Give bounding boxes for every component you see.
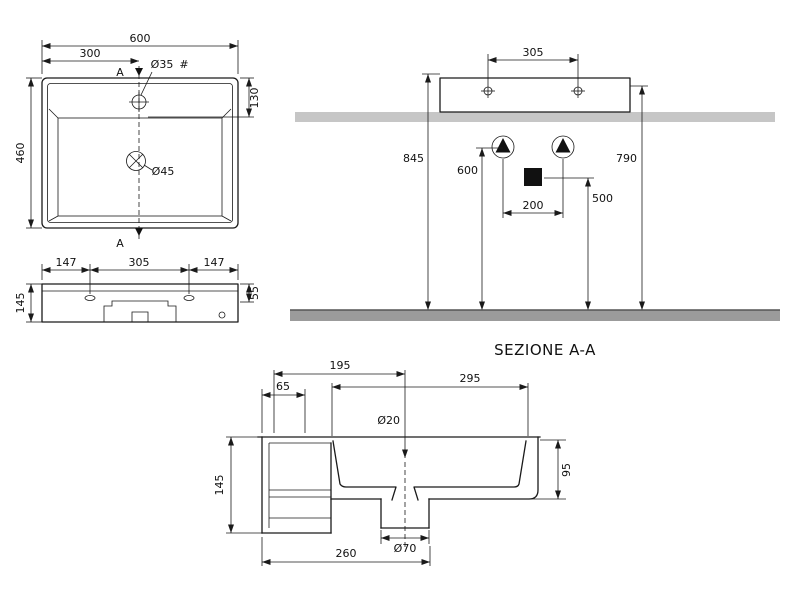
dim-front-right: 147 (204, 256, 225, 269)
dim-rim-height: 845 (403, 152, 424, 165)
section-label-top: A (116, 66, 124, 79)
front-outline (41, 283, 239, 323)
dim-supply-centers: 200 (523, 199, 544, 212)
section-dimensions (226, 370, 566, 566)
supply-symbol-left (491, 135, 515, 159)
section-cut-line (135, 66, 143, 240)
section-outline (257, 436, 541, 548)
dim-front-apron: 55 (248, 286, 261, 300)
countertop-band (295, 112, 775, 122)
section-label-bottom: A (116, 237, 124, 250)
plan-basin-outline (41, 77, 239, 229)
supply-symbol-right (551, 135, 575, 159)
plan-view: 600 300 Ø35 # 130 460 Ø45 A A (14, 32, 261, 250)
section-title: SEZIONE A-A (494, 341, 596, 359)
dim-bowl-length: 295 (460, 372, 481, 385)
wall-installation-view: 845 790 600 500 305 200 (290, 46, 780, 321)
section-view: SEZIONE A-A (213, 341, 596, 566)
dim-plan-width: 600 (130, 32, 151, 45)
dim-bowl-depth: 95 (560, 463, 573, 477)
dim-section-drain-dia: Ø70 (394, 542, 417, 555)
dim-mount-height: 790 (616, 152, 637, 165)
plan-dimensions (26, 40, 254, 229)
dim-front-height: 145 (14, 293, 27, 314)
hash-mark: # (179, 58, 188, 71)
front-view: 147 305 147 145 55 (14, 256, 261, 323)
drain-symbol (524, 168, 542, 186)
wall-basin-front (439, 77, 631, 113)
front-dimensions (26, 264, 254, 323)
dim-supply-height: 600 (457, 164, 478, 177)
dim-plan-depth: 460 (14, 143, 27, 164)
dim-section-height: 145 (213, 475, 226, 496)
dim-back-ledge: 65 (276, 380, 290, 393)
dim-plan-tap-center: 300 (80, 47, 101, 60)
dim-base-depth: 260 (336, 547, 357, 560)
dim-tap-setback: 130 (248, 88, 261, 109)
dim-tap-hole-dia: Ø35 (151, 58, 174, 71)
dim-fixing-centers: 305 (523, 46, 544, 59)
dim-drain-height: 500 (592, 192, 613, 205)
drain-hole (126, 151, 146, 171)
wall-dimensions (422, 54, 648, 310)
dim-front-center: 305 (129, 256, 150, 269)
floor-band (290, 310, 780, 321)
dim-hole-dia: Ø20 (377, 414, 400, 427)
dim-hole-offset: 195 (330, 359, 351, 372)
dim-front-left: 147 (56, 256, 77, 269)
dim-drain-dia: Ø45 (152, 165, 175, 178)
